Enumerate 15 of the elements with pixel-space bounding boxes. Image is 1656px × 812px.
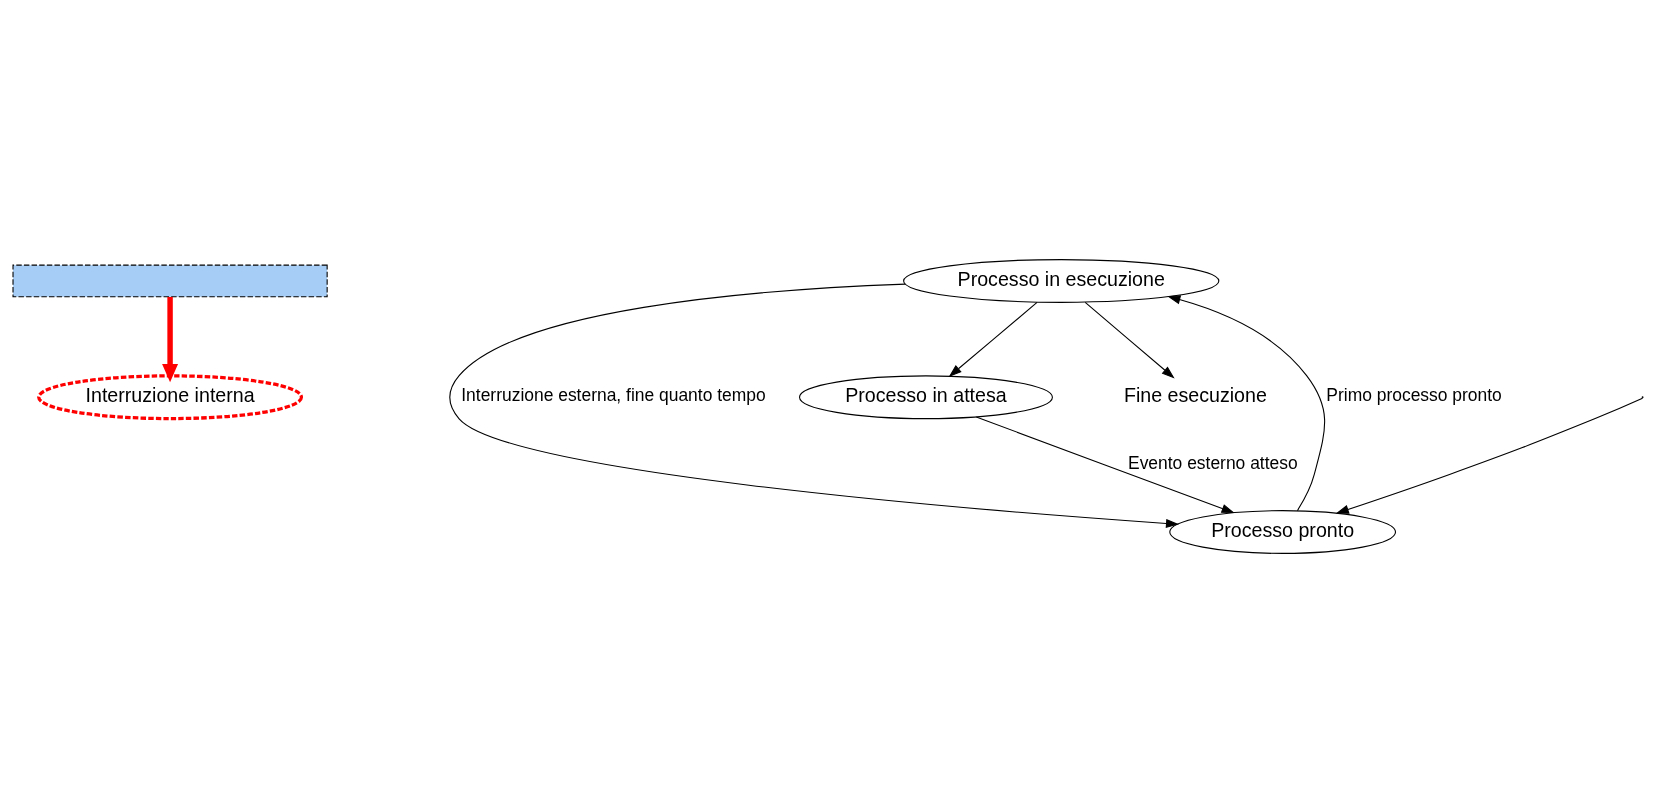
node-text: Fine esecuzione (1123, 383, 1267, 406)
edge-label: Interruzione esterna, fine quanto tempo (461, 384, 766, 405)
arrow (1167, 294, 1326, 511)
arrow (948, 301, 1038, 377)
edge-label: Primo processo pronto (1326, 384, 1502, 405)
node-ellipse: Processo in attesa (798, 374, 1053, 419)
edge-label: Evento esterno atteso (1128, 452, 1298, 473)
node-box (12, 264, 328, 297)
arrow (449, 283, 1180, 528)
arrow (975, 416, 1235, 513)
arrow (162, 296, 179, 382)
node-ellipse: Interruzione interna (37, 373, 304, 420)
node-ellipse: Processo pronto (1169, 509, 1397, 554)
arrow (1084, 301, 1175, 378)
arrow (1335, 397, 1644, 514)
